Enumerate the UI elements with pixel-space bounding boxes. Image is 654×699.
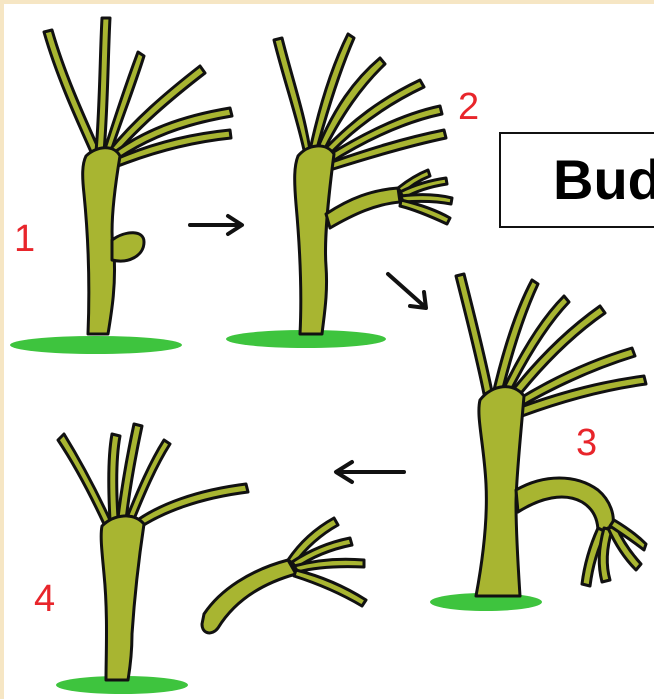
ground-patch-1 xyxy=(10,336,182,354)
stage-label-3: 3 xyxy=(576,424,597,462)
title-box: Bud xyxy=(499,132,654,228)
stage-label-1: 1 xyxy=(14,220,35,258)
bud xyxy=(112,233,144,261)
body-column xyxy=(295,146,334,334)
page-title: Bud xyxy=(553,152,654,208)
bud-tentacle xyxy=(294,570,366,606)
hydra-stage-4 xyxy=(56,424,366,694)
detached-bud xyxy=(202,560,296,633)
tentacle xyxy=(58,434,110,524)
tentacle xyxy=(456,274,492,394)
bud-tentacle xyxy=(599,528,612,582)
budding-illustration xyxy=(4,4,654,699)
tentacle xyxy=(44,30,100,154)
diagram-canvas: 1 2 3 4 Bud xyxy=(4,4,654,699)
stage-label-2: 2 xyxy=(458,88,479,126)
tentacle xyxy=(274,38,310,150)
hydra-stage-3 xyxy=(430,274,646,611)
arrow-left-icon xyxy=(336,462,404,482)
body-column xyxy=(101,516,144,680)
bud-arm xyxy=(326,188,400,228)
bud-arm xyxy=(516,478,613,532)
hydra-stage-1 xyxy=(10,18,232,354)
arrow-right-icon xyxy=(190,216,242,234)
tentacle xyxy=(96,18,110,152)
arrow-down-right-icon xyxy=(388,274,426,308)
stage-label-4: 4 xyxy=(34,580,55,618)
tentacle xyxy=(132,484,248,530)
